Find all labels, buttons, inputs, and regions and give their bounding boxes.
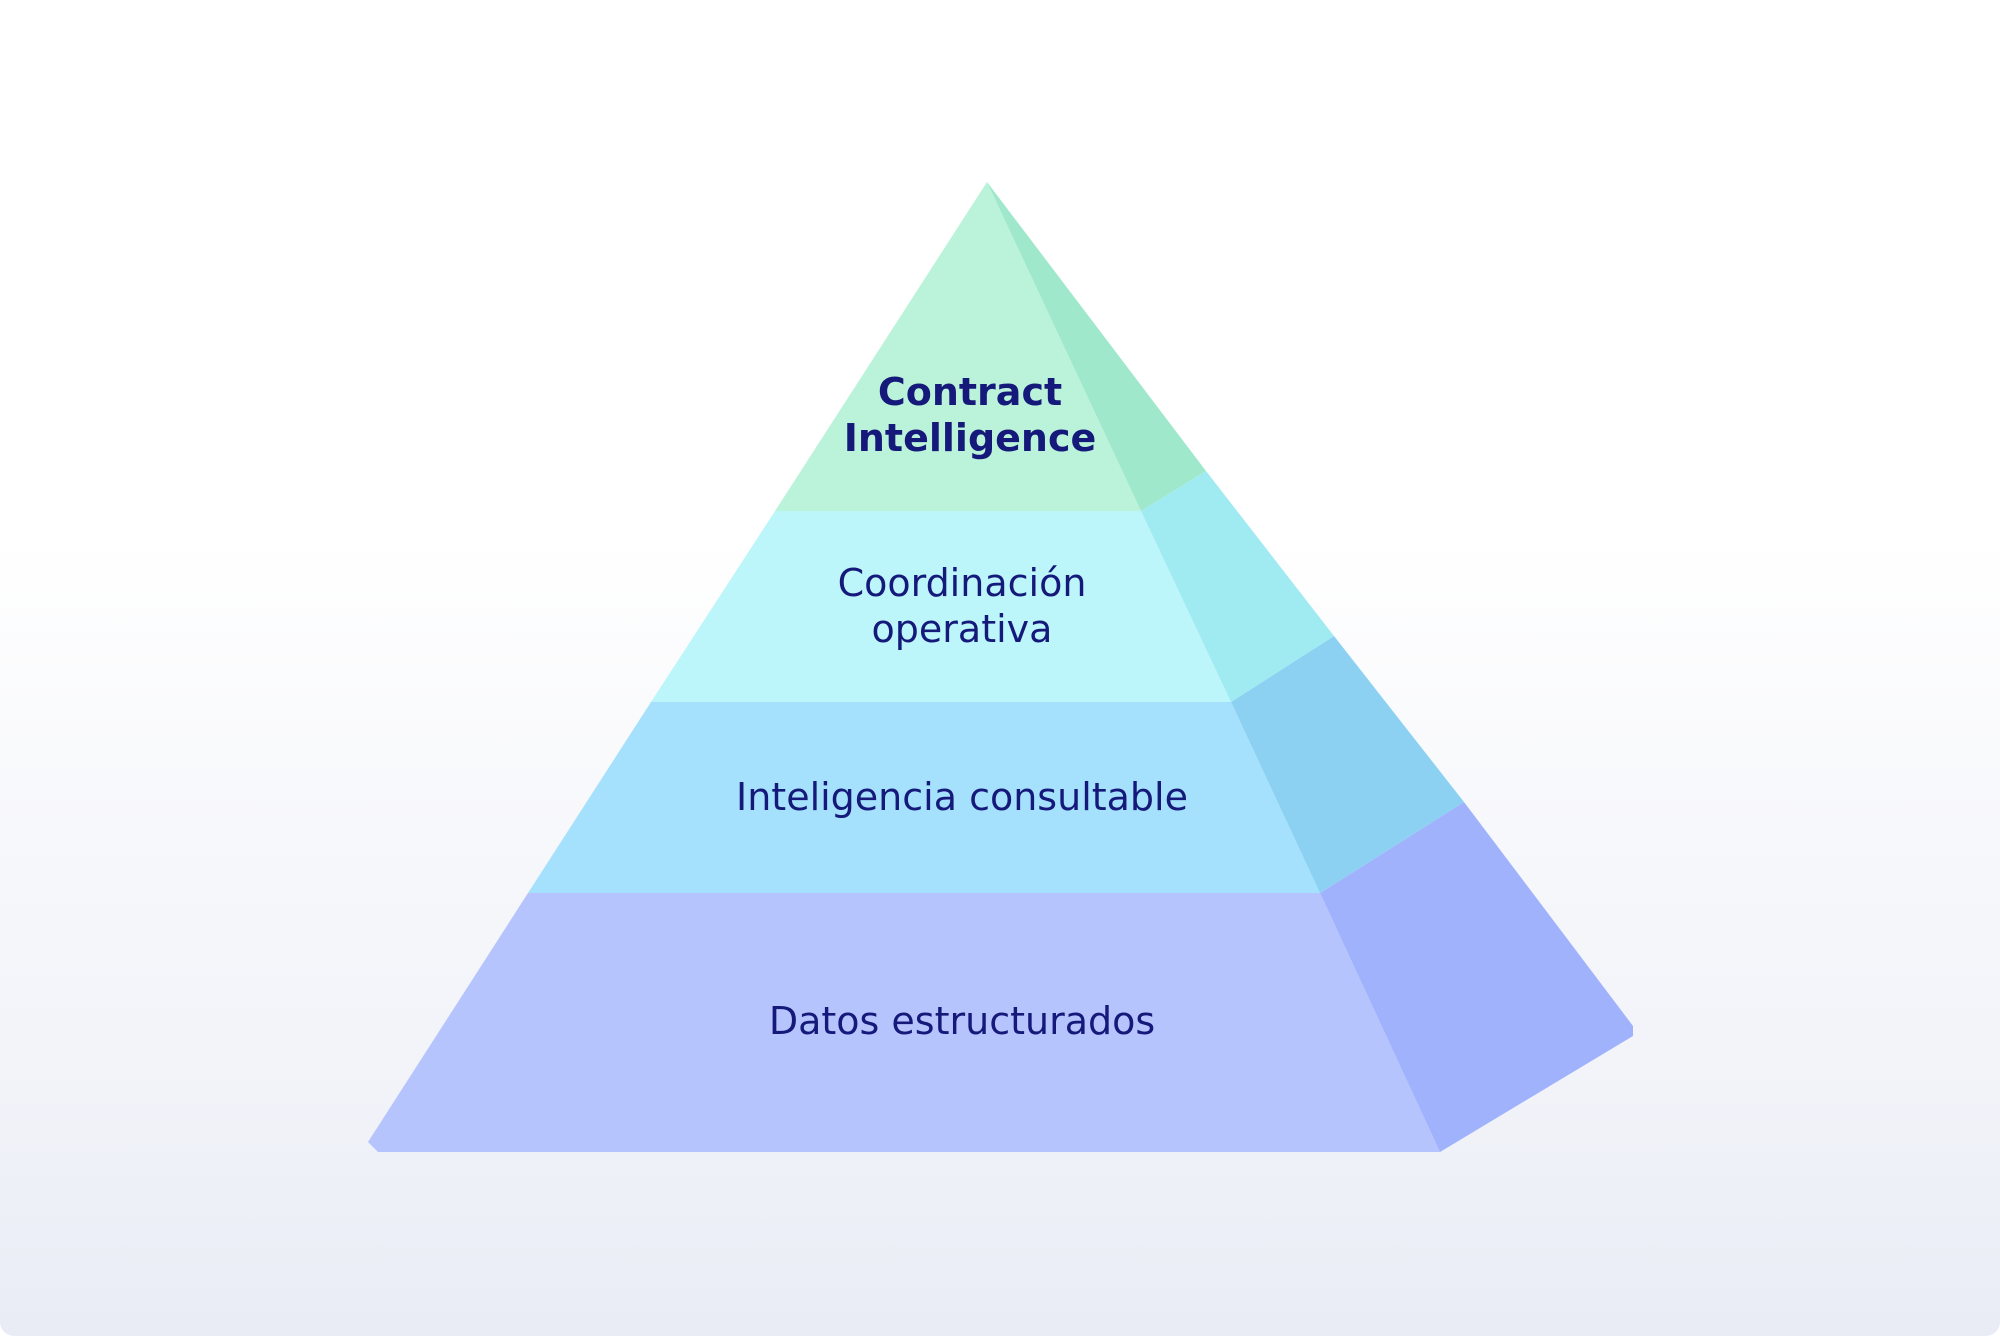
layer-4-front-face bbox=[368, 893, 1440, 1152]
layer-2-label-line-2: operativa bbox=[871, 607, 1053, 651]
layer-2-front-face bbox=[651, 511, 1231, 702]
layer-2-side-face bbox=[1141, 471, 1334, 702]
layer-4-label-text: Datos estructurados bbox=[768, 999, 1156, 1043]
layer-4-side-face bbox=[1320, 802, 1633, 1152]
layer-4-label: Datos estructurados bbox=[652, 998, 1272, 1044]
layer-3-label: Inteligencia consultable bbox=[652, 774, 1272, 820]
layer-1-label-line-1: Contract bbox=[877, 370, 1063, 414]
layer-3-label-text: Inteligencia consultable bbox=[736, 775, 1188, 819]
layer-1-front-face bbox=[775, 182, 1141, 511]
layer-3-front-face bbox=[528, 702, 1320, 893]
layer-3-side-face bbox=[1231, 636, 1464, 893]
layer-2-label: Coordinación operativa bbox=[752, 560, 1172, 652]
layer-1-label-line-2: Intelligence bbox=[843, 416, 1097, 460]
layer-2-label-line-1: Coordinación bbox=[837, 561, 1087, 605]
layer-1-label: Contract Intelligence bbox=[760, 369, 1180, 461]
layer-1-side-face bbox=[987, 182, 1206, 511]
